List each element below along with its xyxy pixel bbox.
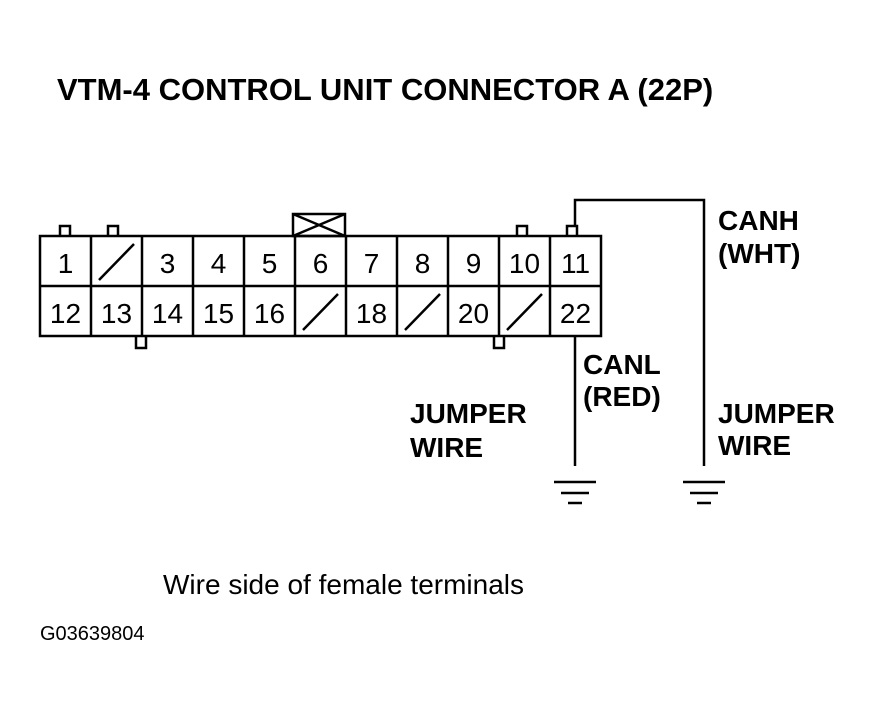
pin-label: 22: [560, 298, 591, 329]
empty-cavity-mark: [506, 293, 543, 331]
tab-bottom-1: [134, 336, 148, 350]
pin-label: 6: [313, 248, 329, 279]
pin-label: 14: [152, 298, 183, 329]
canh-label: CANH: [718, 205, 799, 236]
wires: [554, 198, 725, 505]
pin-label: 15: [203, 298, 234, 329]
tab-top-3: [515, 224, 529, 236]
pin-label: 4: [211, 248, 227, 279]
canl-label: CANL: [583, 349, 661, 380]
tab-bottom-2: [492, 336, 506, 350]
pin-label: 9: [466, 248, 482, 279]
jumper-left-label-1: JUMPER: [410, 398, 527, 429]
pin-label: 7: [364, 248, 380, 279]
diagram-title: VTM-4 CONTROL UNIT CONNECTOR A (22P): [57, 72, 713, 107]
figure-code: G03639804: [40, 623, 145, 645]
empty-cavity-mark: [98, 243, 135, 281]
key-cross-2: [292, 212, 346, 238]
pin-label: 16: [254, 298, 285, 329]
key-box: [291, 212, 347, 238]
pin-label: 11: [561, 248, 590, 279]
tab-top-4: [565, 224, 579, 236]
pin-label: 10: [509, 248, 540, 279]
pin-label: 3: [160, 248, 176, 279]
tab-top-1: [58, 224, 72, 236]
pin-label: 13: [101, 298, 132, 329]
connector-body: [38, 212, 603, 350]
jumper-left-label-2: WIRE: [410, 432, 483, 463]
caption: Wire side of female terminals: [163, 569, 524, 600]
pin-label: 12: [50, 298, 81, 329]
canh-jumper-wire: [573, 198, 706, 466]
empty-cavity-mark: [302, 293, 339, 331]
empty-cavity-mark: [404, 293, 441, 331]
canh-color-label: (WHT): [718, 238, 800, 269]
canl-color-label: (RED): [583, 381, 661, 412]
pin-label: 20: [458, 298, 489, 329]
jumper-right-label-1: JUMPER: [718, 398, 835, 429]
pin-label: 5: [262, 248, 278, 279]
jumper-right-label-2: WIRE: [718, 430, 791, 461]
pin-label: 18: [356, 298, 387, 329]
tab-top-2: [106, 224, 120, 236]
pin-label: 1: [58, 248, 74, 279]
pin-label: 8: [415, 248, 431, 279]
